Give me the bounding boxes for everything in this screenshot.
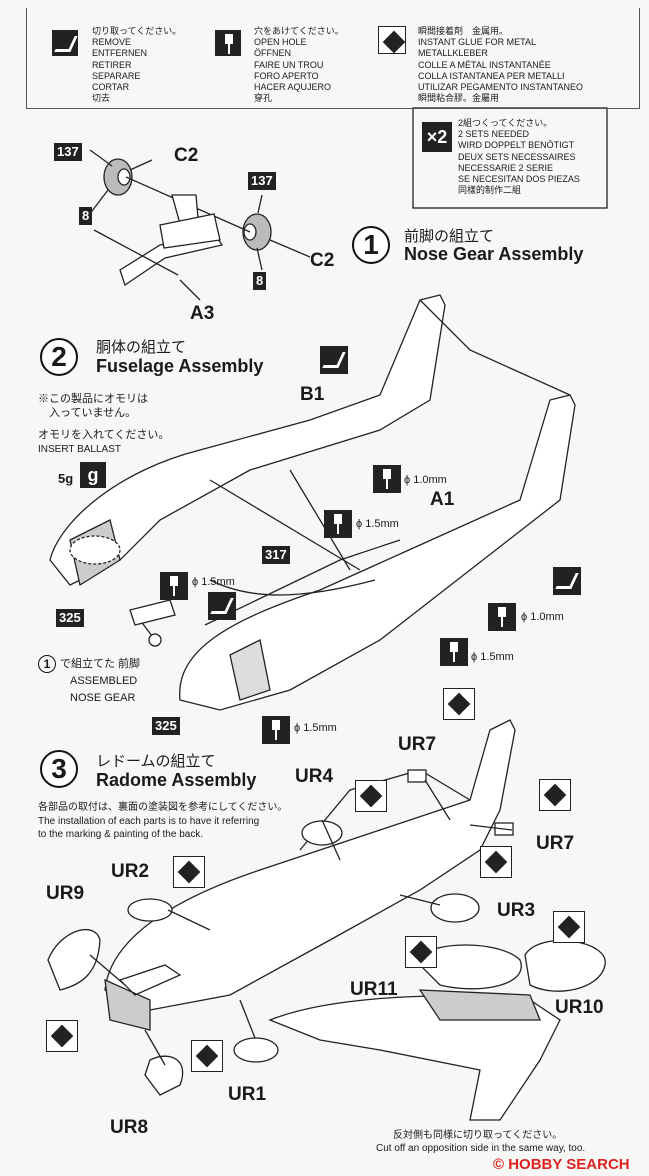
assembled-en-2: NOSE GEAR — [70, 692, 136, 704]
step2-number: 2 — [40, 338, 78, 376]
part-ur3: UR3 — [497, 900, 536, 921]
assembled-en-1: ASSEMBLED — [70, 675, 138, 687]
glue-icon-ur7b — [539, 779, 571, 811]
part-ur2: UR2 — [111, 861, 150, 882]
legend-two-sets-text: 2組つくってください。 2 SETS NEEDED WIRD DOPPELT B… — [458, 118, 580, 196]
glue-icon-ur7a — [443, 688, 475, 720]
drill-icon-5 — [440, 638, 468, 666]
glue-icon-ur11 — [405, 936, 437, 968]
legend-glue-text: 瞬間接着剤 金属用。 INSTANT GLUE FOR METAL METALL… — [418, 26, 584, 104]
legend-frame — [26, 8, 640, 109]
weight-icon: g — [80, 462, 106, 488]
part-ur7-b: UR7 — [536, 833, 575, 854]
part-c2-b: C2 — [310, 250, 335, 271]
glue-icon-ur3 — [480, 846, 512, 878]
drill-icon-3 — [160, 572, 188, 600]
drill-icon-1 — [373, 465, 401, 493]
step3-title-en: Radome Assembly — [96, 770, 257, 790]
step3-note-en-2: to the marking & painting of the back. — [38, 829, 204, 840]
remove-icon — [52, 30, 78, 56]
remove-icon-b1 — [320, 346, 348, 374]
part-ur10: UR10 — [555, 997, 604, 1018]
part-a3: A3 — [190, 303, 215, 324]
step1-title-jp: 前脚の組立て — [404, 228, 495, 245]
part-137-a: 137 — [54, 143, 82, 161]
footer-jp: 反対側も同様に切り取ってください。 — [393, 1130, 563, 1141]
step3-note-en-1: The installation of each parts is to hav… — [38, 816, 260, 827]
remove-icon-3 — [553, 567, 581, 595]
step1-number: 1 — [352, 226, 390, 264]
part-ur1: UR1 — [228, 1084, 267, 1105]
part-b1: B1 — [300, 384, 325, 405]
legend-open-hole-text: 穴をあけてください。 OPEN HOLE ÖFFNEN FAIRE UN TRO… — [254, 26, 344, 104]
glue-icon-ur4 — [355, 780, 387, 812]
step2-title-en: Fuselage Assembly — [96, 356, 264, 376]
part-ur7-a: UR7 — [398, 734, 437, 755]
part-ur4: UR4 — [295, 766, 334, 787]
step2-title-jp: 胴体の組立て — [96, 339, 187, 356]
step3-note-jp: 各部品の取付は、裏面の塗装図を参考にしてください。 — [38, 802, 288, 813]
part-ur8: UR8 — [110, 1117, 149, 1138]
hole-dim-4: ϕ 1.0mm — [521, 611, 564, 623]
glue-icon — [378, 26, 406, 54]
part-ur9: UR9 — [46, 883, 85, 904]
part-ur11: UR11 — [350, 979, 398, 1000]
hole-dim-5: ϕ 1.5mm — [471, 651, 514, 663]
hole-dim-1: ϕ 1.0mm — [404, 474, 447, 486]
footer-en: Cut off an opposition side in the same w… — [376, 1143, 586, 1154]
part-317: 317 — [262, 546, 290, 564]
glue-icon-ur1 — [191, 1040, 223, 1072]
glue-icon-ur8 — [46, 1020, 78, 1052]
part-c2-a: C2 — [174, 145, 199, 166]
legend-remove-text: 切り取ってください。 REMOVE ENTFERNEN RETIRER SEPA… — [92, 26, 182, 104]
part-8-a: 8 — [79, 207, 93, 225]
hole-dim-6: ϕ 1.5mm — [294, 722, 337, 734]
ballast-note-en: INSERT BALLAST — [38, 444, 121, 455]
step3-title-jp: レドームの組立て — [96, 753, 216, 770]
watermark: © HOBBY SEARCH — [493, 1156, 630, 1173]
drill-icon-2 — [324, 510, 352, 538]
part-a1: A1 — [430, 489, 455, 510]
open-hole-icon — [215, 30, 241, 56]
part-8-b: 8 — [253, 272, 267, 290]
drill-icon-6 — [262, 716, 290, 744]
step1-title-en: Nose Gear Assembly — [404, 244, 584, 264]
part-325-a: 325 — [56, 609, 84, 627]
part-137-b: 137 — [248, 172, 276, 190]
two-sets-badge: ×2 — [422, 122, 452, 152]
ballast-note-2: 入っていません。 — [38, 407, 137, 419]
part-325-b: 325 — [152, 717, 180, 735]
step3-number: 3 — [40, 750, 78, 788]
glue-icon-ur10 — [553, 911, 585, 943]
ballast-note-3: オモリを入れてください。 — [38, 429, 170, 441]
drill-icon-4 — [488, 603, 516, 631]
ballast-note-1: ※この製品にオモリは — [38, 393, 148, 405]
assembled-step-ref: 1 — [38, 655, 56, 673]
hole-dim-3: ϕ 1.5mm — [192, 576, 235, 588]
glue-icon-ur2 — [173, 856, 205, 888]
ballast-weight: 5g — [58, 471, 74, 486]
hole-dim-2: ϕ 1.5mm — [356, 518, 399, 530]
assembled-jp: で組立てた 前脚 — [60, 658, 141, 670]
remove-icon-2 — [208, 592, 236, 620]
